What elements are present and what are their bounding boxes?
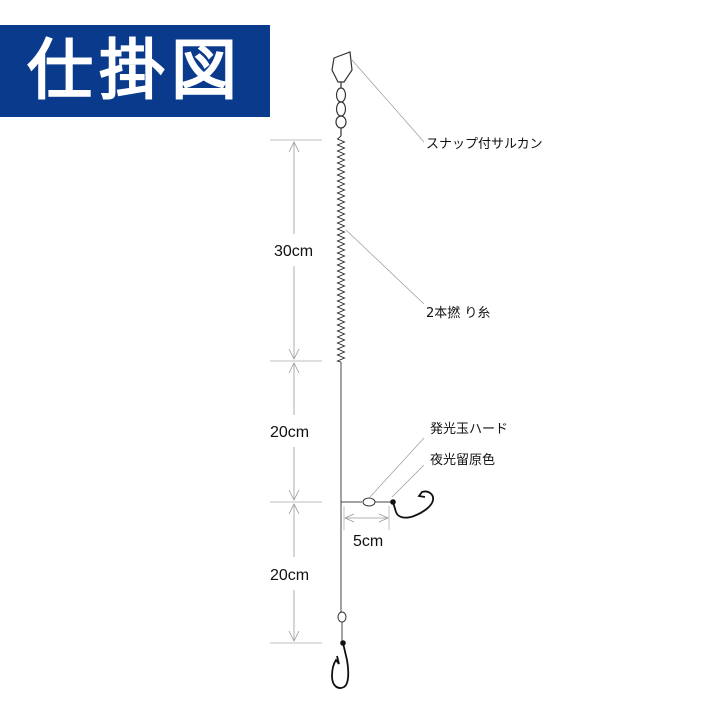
bottom-hook-rig	[331, 611, 350, 689]
dimension-branch: 5cm	[353, 533, 383, 550]
branch-rig	[341, 490, 434, 519]
label-twisted-line: 2本撚 り糸	[426, 306, 490, 321]
leader-lines	[345, 59, 425, 498]
glow-bead	[362, 497, 376, 507]
dimension-middle: 20cm	[270, 424, 309, 441]
page-title: 仕掛図	[27, 32, 243, 109]
label-glow-bead-2: 夜光留原色	[430, 452, 495, 468]
extension-lines	[270, 139, 390, 644]
label-snap-swivel: スナップ付サルカン	[426, 137, 543, 152]
dimension-arrows	[288, 141, 389, 642]
label-glow-bead-1: 発光玉ハード	[430, 422, 508, 437]
snap-swivel	[331, 51, 353, 136]
hook-icon	[331, 642, 350, 689]
twisted-line	[336, 135, 346, 363]
title-banner: 仕掛図	[0, 25, 270, 117]
dimension-top: 30cm	[274, 243, 313, 260]
dimension-bottom: 20cm	[270, 567, 309, 584]
branch-hook-icon	[392, 490, 434, 519]
